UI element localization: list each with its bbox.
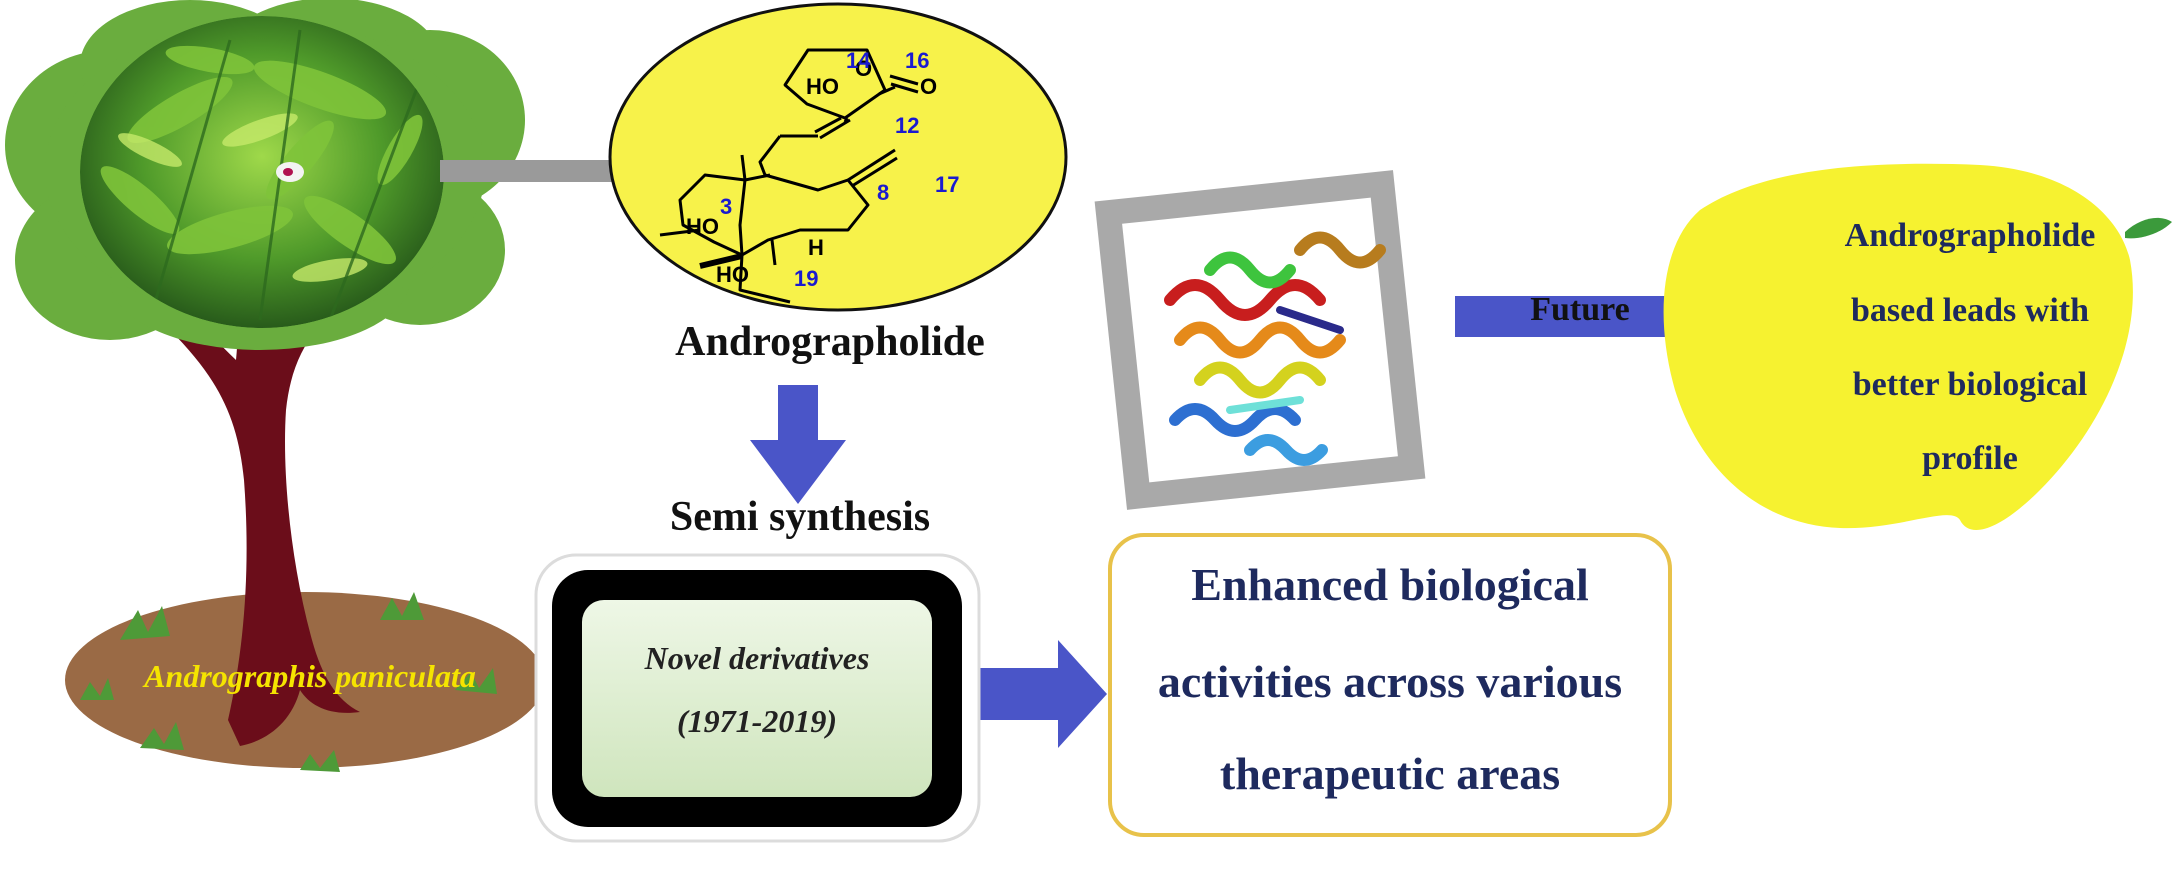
carbon-3-label: 3 xyxy=(720,194,733,219)
arrow-semi-synthesis xyxy=(750,385,846,504)
future-label: Future xyxy=(1530,291,1630,328)
carbon-17-label: 17 xyxy=(935,172,960,197)
outcome-box xyxy=(1108,533,1672,837)
carbon-19-label: 19 xyxy=(794,266,819,291)
plant-photo xyxy=(80,16,444,328)
semi-synthesis-label: Semi synthesis xyxy=(669,494,931,540)
carbon-12-label: 12 xyxy=(895,113,920,138)
hydroxyl-14-label: HO xyxy=(806,74,839,99)
leads-line-4: profile xyxy=(1922,440,2018,477)
carbonyl-oxygen-label: O xyxy=(920,74,938,99)
molecule-ellipse xyxy=(608,2,1068,312)
compound-name: Andrographolide xyxy=(675,319,985,365)
andrographolide-structure xyxy=(659,48,919,304)
derivatives-title: Novel derivatives xyxy=(644,640,870,676)
leads-line-3: better biological xyxy=(1852,366,2088,403)
species-name: Andrographis paniculata xyxy=(144,658,476,694)
tree-trunk xyxy=(143,262,385,746)
connector-bar xyxy=(440,160,618,182)
carbon-14-label: 14 xyxy=(846,48,871,73)
outcome-line-1: Enhanced biological xyxy=(1191,559,1589,610)
derivatives-years: (1971-2019) xyxy=(677,703,837,739)
hydroxyl-19-label: HO xyxy=(716,262,749,287)
leaf-shape xyxy=(1663,163,2133,530)
leaf-stem xyxy=(2125,217,2172,239)
ring-oxygen-label: O xyxy=(855,56,873,81)
protein-structure xyxy=(1164,231,1386,466)
outcome-line-3: therapeutic areas xyxy=(1219,748,1561,799)
hydrogen-label: H xyxy=(808,235,824,260)
carbon-8-label: 8 xyxy=(877,180,890,205)
leads-line-2: based leads with xyxy=(1850,292,2090,329)
hydroxyl-3-label: HO xyxy=(686,214,719,239)
leads-line-1: Andrographolide xyxy=(1844,217,2096,254)
arrow-to-outcome xyxy=(980,640,1107,748)
derivatives-box-inner xyxy=(582,600,932,797)
arrow-future xyxy=(1455,265,1737,368)
outcome-line-2: activities across various xyxy=(1157,656,1623,707)
carbon-16-label: 16 xyxy=(905,48,930,73)
